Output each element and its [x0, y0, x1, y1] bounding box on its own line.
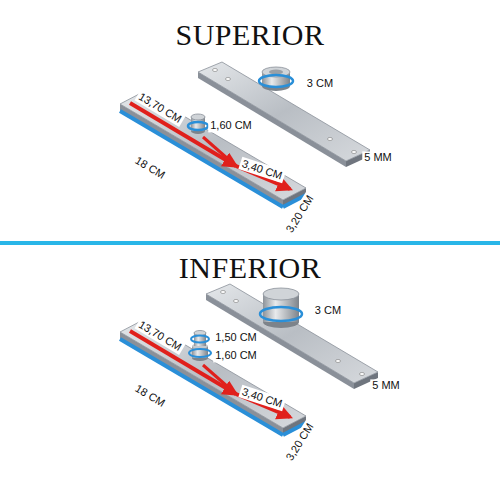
- dimension-label: 13,70 CM: [134, 89, 185, 127]
- dimension-label: 5 MM: [362, 151, 394, 164]
- pivot-cylinder: [259, 67, 293, 91]
- section-heading: INFERIOR: [179, 250, 321, 286]
- dimension-label: 1,60 CM: [213, 349, 259, 362]
- dimension-label: 3,20 CM: [282, 419, 317, 465]
- dimension-label: 3 CM: [313, 304, 343, 317]
- dimension-label: 3,20 CM: [282, 191, 317, 237]
- dimension-label: 13,70 CM: [134, 317, 185, 355]
- dimension-label: 3 CM: [305, 77, 335, 90]
- dimension-label: 1,60 CM: [208, 119, 254, 132]
- dimension-label: 5 MM: [370, 379, 402, 392]
- dimension-label: 18 CM: [131, 153, 169, 183]
- pivot-cylinder: [260, 288, 302, 328]
- dimension-label: 18 CM: [131, 381, 169, 411]
- section-heading: SUPERIOR: [175, 17, 324, 53]
- pivot-pin: [189, 331, 211, 362]
- dimension-label: 3,40 CM: [238, 385, 285, 412]
- dimension-label: 1,50 CM: [213, 331, 259, 344]
- divider-bar: [0, 241, 500, 245]
- dimension-label: 3,40 CM: [238, 157, 285, 184]
- pivot-pin: [188, 114, 208, 134]
